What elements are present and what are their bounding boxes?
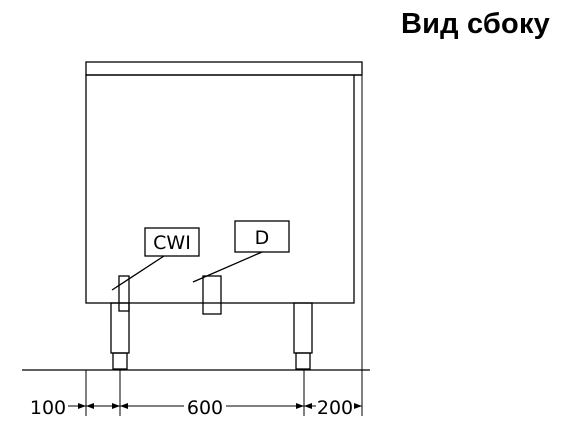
d-label: D — [255, 227, 270, 249]
cabinet-body — [85, 74, 355, 304]
dimension-label-100: 100 — [30, 397, 66, 419]
dimension-arrows — [78, 403, 362, 409]
left-leg — [110, 302, 130, 370]
worktop — [85, 61, 363, 76]
drain-pipe — [202, 275, 222, 315]
right-leg — [293, 302, 313, 370]
cwi-pipe — [118, 275, 130, 312]
extension-lines — [85, 75, 363, 416]
dimension-label-600: 600 — [187, 397, 223, 419]
view-title: Вид сбоку — [400, 8, 550, 40]
cwi-callout-box — [144, 227, 200, 257]
d-leader-line — [192, 251, 263, 283]
cwi-leader-line — [111, 255, 165, 291]
cwi-label: CWI — [153, 232, 191, 254]
dimension-label-200: 200 — [317, 397, 353, 419]
